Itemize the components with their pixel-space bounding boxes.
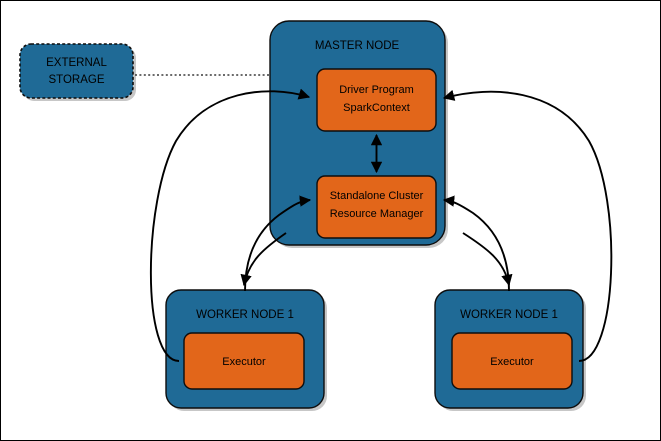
external-storage-label-line2: STORAGE	[48, 74, 104, 86]
resource-manager-label-line1: Standalone Cluster	[330, 190, 424, 202]
worker-node-left-label: WORKER NODE 1	[196, 309, 294, 321]
edge-executor-left-to-driver	[149, 88, 311, 362]
driver-program-label-line1: Driver Program	[339, 84, 414, 96]
executor-left-label: Executor	[222, 356, 266, 368]
executor-right-box[interactable]: Executor	[451, 332, 573, 390]
edge-executor-right-to-manager	[442, 195, 510, 292]
executor-right-label: Executor	[490, 356, 534, 368]
edge-executor-right-to-driver	[442, 89, 613, 362]
edge-executor-left-to-manager	[244, 195, 312, 292]
edge-manager-to-worker-right	[462, 232, 513, 287]
executor-left-box[interactable]: Executor	[183, 332, 305, 390]
resource-manager-label-line2: Resource Manager	[330, 208, 424, 220]
edge-manager-to-worker-left	[240, 232, 287, 287]
resource-manager-box[interactable]: Standalone Cluster Resource Manager	[316, 175, 437, 239]
master-node-label: MASTER NODE	[315, 40, 400, 52]
external-storage-node[interactable]: EXTERNAL STORAGE	[19, 43, 134, 99]
external-storage-label-line1: EXTERNAL	[46, 57, 107, 69]
driver-program-label-line2: SparkContext	[343, 102, 410, 114]
driver-program-box[interactable]: Driver Program SparkContext	[316, 68, 437, 132]
worker-node-right-label: WORKER NODE 1	[460, 309, 558, 321]
